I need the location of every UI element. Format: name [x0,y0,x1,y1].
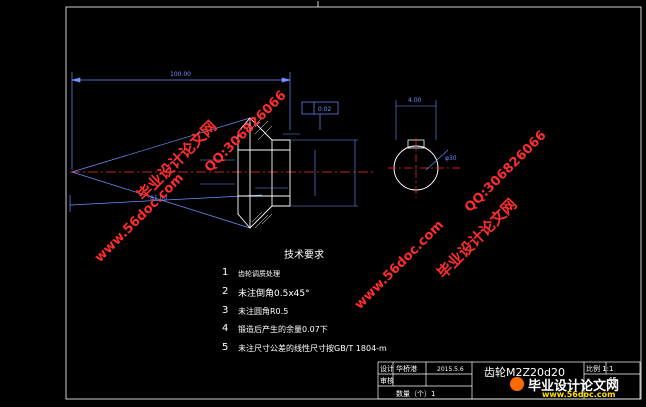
side-dimension-2: 4.00 [408,97,422,104]
requirement-text: 齿轮调质处理 [238,270,280,278]
requirement-number: 1 [222,267,229,278]
title-block-part-code: 齿轮M2Z20d20 [484,366,566,379]
brand-logo-mark-icon [510,377,524,391]
requirement-number: 3 [222,305,229,316]
dimension-lower-label: 81.00 [150,195,167,202]
side-view [388,100,460,198]
pitch-cone-lines [69,117,263,229]
section-hatching [251,117,273,229]
tolerance-label: 0.02 [318,106,332,113]
brand-logo-url: www.56doc.com [542,390,616,399]
inner-dimensions [200,133,358,207]
title-block-date: 2015.5.6 [437,366,464,373]
tolerance-frame [301,101,339,130]
title-block-frame [377,361,641,400]
requirement-number: 4 [222,323,229,334]
drawing-border [65,6,642,400]
title-block-quantity: 数量（个）1 [396,390,436,398]
requirement-text: 锻造后产生的余量0.07下 [238,325,328,334]
title-block-designer-name: 华桥港 [396,365,417,373]
side-dimension-1: φ30 [445,155,457,162]
tech-requirements-heading: 技术要求 [284,250,324,261]
requirement-number: 5 [222,342,229,353]
dimension-top-label: 100.00 [170,71,191,78]
requirement-text: 未注圆角R0.5 [238,307,289,316]
requirement-text: 未注尺寸公差的线性尺寸按GB/T 1804-m [238,344,387,353]
requirement-text: 未注倒角0.5x45° [238,289,310,299]
title-block-check-label: 审核 [380,377,394,385]
brand-logo: 毕业设计论文网 www.56doc.com [510,375,640,399]
dimension-overall-length [71,72,291,170]
title-block-design-label: 设计 [380,365,394,373]
title-block-material: 45 [608,376,617,384]
title-block-scale: 比例 1:1 [586,365,614,373]
requirement-number: 2 [222,286,229,297]
brand-logo-text: 毕业设计论文网 [528,379,620,394]
